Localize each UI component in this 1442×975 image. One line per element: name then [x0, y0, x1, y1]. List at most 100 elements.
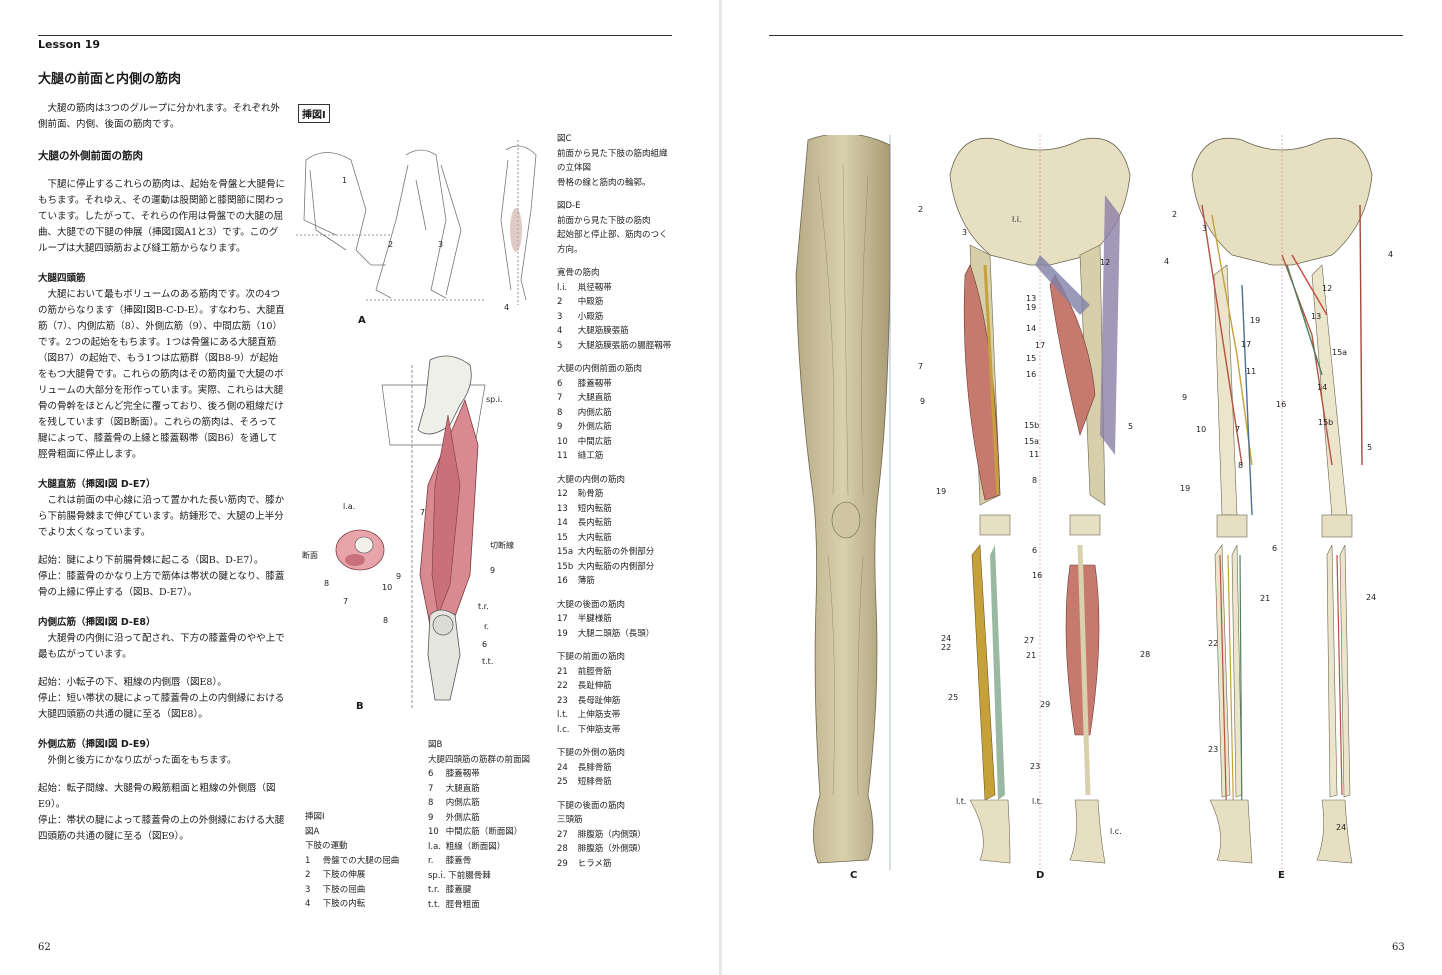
figure-d-label: 15b: [1024, 421, 1040, 430]
figure-d-label: 29: [1040, 700, 1051, 709]
figure-e-label: 22: [1208, 639, 1219, 648]
figure-d-label: 19: [936, 487, 947, 496]
caption-a-item: 3 下肢の屈曲: [305, 883, 399, 898]
caption-block-heading: 前面から見た下肢の筋肉組織: [557, 148, 668, 159]
caption-item-number: 6: [557, 378, 563, 389]
figure-e-label: 12: [1322, 284, 1333, 293]
figure-c-label: C: [850, 870, 858, 881]
vastus-lateralis-heading: 外側広筋（挿図Ⅰ図 D-E9）: [38, 739, 156, 750]
figure-e-label: 7: [1235, 425, 1241, 434]
figure-d-illustration: [949, 135, 1131, 870]
caption-block-item: 22 長趾伸筋: [557, 679, 671, 694]
caption-a-item-text: 下肢の屈曲: [320, 884, 366, 895]
caption-block-heading: の立体図: [557, 163, 592, 173]
figure-e-label: 4: [1388, 250, 1394, 259]
figure-d-label: l.t.: [1032, 797, 1043, 806]
caption-item-text: 膝蓋靱帯: [575, 378, 612, 389]
caption-block-heading: 寛骨の筋肉: [557, 268, 600, 278]
vastus-lateralis-origin: 起始：転子間線、大腿骨の殿筋粗面と粗線の外側唇（図E9）。: [38, 783, 276, 810]
caption-block-item: 11 縫工筋: [557, 449, 671, 464]
figure-d-label: 17: [1035, 341, 1046, 350]
caption-item-number: 24: [557, 762, 568, 773]
rectus-femoris-origin: 起始：腱により下前腸骨棘に起こる（図B、D-E7）。: [38, 555, 264, 566]
caption-spacer: [557, 190, 671, 199]
caption-item-text: 小殿筋: [575, 311, 604, 322]
caption-item-text: 長趾伸筋: [575, 681, 612, 691]
caption-block-item: 6 膝蓋靱帯: [557, 377, 671, 392]
figure-d-label: 2: [918, 205, 924, 214]
caption-block-item: 23 長母趾伸筋: [557, 694, 671, 709]
caption-block-heading: 図D-E: [557, 201, 581, 211]
left-page: Lesson 19 大腿の前面と内側の筋肉 大腿の筋肉は3つのグループに分かれま…: [0, 0, 719, 975]
caption-b-item-text: 外側広筋: [443, 812, 480, 823]
caption-item-number: 23: [557, 695, 568, 706]
fig-b-label-7: 7: [420, 508, 426, 517]
caption-spacer: [557, 641, 671, 650]
caption-item-number: 8: [557, 407, 563, 418]
caption-spacer: [557, 790, 671, 799]
fig-b-section-7: 7: [343, 597, 349, 606]
caption-spacer: [557, 464, 671, 473]
figure-e-label: 5: [1367, 443, 1373, 452]
caption-block-heading: 大腿の後面の筋肉: [557, 599, 626, 610]
figure-e-label: 24: [1366, 593, 1377, 602]
intro-paragraph: 大腿の筋肉は3つのグループに分かれます。それぞれ外側前面、内側、後面の筋肉です。: [38, 103, 281, 130]
page-title: 大腿の前面と内側の筋肉: [38, 72, 182, 87]
caption-block-item: 4 大腿筋膜張筋: [557, 324, 671, 339]
caption-item-text: 縫工筋: [575, 451, 604, 461]
caption-item-text: 外側広筋: [575, 422, 612, 432]
page-number-left: 62: [38, 942, 51, 953]
figure-e-label: 15a: [1332, 348, 1348, 357]
fig-b-label-la: l.a.: [343, 502, 356, 511]
caption-block-item: l.i. 鼡径靱帯: [557, 281, 671, 296]
caption-item-number: 21: [557, 666, 568, 677]
caption-a-item: 1 骨盤での大腿の屈曲: [305, 854, 399, 869]
figure-e-label: 19: [1250, 316, 1261, 325]
fig-b-section-8: 8: [324, 579, 330, 588]
caption-b-item: 10 中間広筋（断面図）: [428, 825, 530, 840]
figure-e-label: 14: [1317, 383, 1328, 392]
figure-d-label: 22: [941, 643, 952, 652]
caption-item-number: 14: [557, 518, 568, 528]
caption-item-text: 大腿筋膜張筋の腸脛靱帯: [575, 340, 672, 351]
figure-c-illustration: [795, 135, 891, 870]
fig-a-num-4: 4: [504, 303, 510, 312]
figure-d-label: 11: [1029, 450, 1040, 459]
caption-block-heading: 図C: [557, 134, 572, 144]
caption-item-number: 13: [557, 503, 568, 514]
figure-d-label: 19: [1026, 303, 1037, 312]
figure-e-label: 16: [1276, 400, 1287, 409]
caption-block-item: 28 腓腹筋（外側頭）: [557, 842, 671, 857]
caption-b-item-number: 7: [428, 783, 434, 794]
caption-block-item: 14 長内転筋: [557, 516, 671, 531]
caption-b-item-text: 膝蓋靱帯: [443, 769, 480, 779]
caption-item-text: 腓腹筋（外側頭）: [575, 844, 646, 854]
caption-block-heading: 骨格の線と筋肉の輪郭。: [557, 177, 651, 188]
page-number-right: 63: [1392, 942, 1405, 953]
quadriceps-heading: 大腿四頭筋: [38, 273, 86, 284]
figure-d-label: 16: [1026, 370, 1037, 379]
caption-b-item: sp.i. 下前腸骨棘: [428, 869, 530, 884]
figure-tag: 挿図I: [298, 104, 330, 123]
caption-block-item: 2 中殿筋: [557, 295, 671, 310]
fig-b-label-6: 6: [482, 640, 488, 649]
caption-a-item-text: 骨盤での大腿の屈曲: [320, 855, 400, 866]
figure-d-label: 16: [1032, 571, 1043, 580]
caption-item-number: 12: [557, 489, 568, 499]
caption-item-text: 半腱様筋: [575, 614, 612, 624]
figure-a-label: A: [358, 315, 366, 326]
caption-block-item: 15 大内転筋: [557, 531, 671, 546]
vastus-medialis-paragraph: 大腿骨の内側に沿って配され、下方の膝蓋骨のやや上で最も広がっています。: [38, 633, 285, 660]
body-column: 大腿の筋肉は3つのグループに分かれます。それぞれ外側前面、内側、後面の筋肉です。…: [38, 101, 286, 845]
caption-b-item: 7 大腿直筋: [428, 782, 530, 797]
figure-d-label: 12: [1100, 258, 1111, 267]
figure-e-label: 24: [1336, 823, 1347, 832]
right-page: C D: [722, 0, 1442, 975]
caption-a-item: 2 下肢の伸展: [305, 868, 399, 883]
figure-d-label: 27: [1024, 636, 1035, 645]
fig-b-label-tt: t.t.: [482, 657, 494, 666]
fig-b-label-section: 断面: [302, 551, 318, 560]
caption-b-item: t.t. 脛骨粗面: [428, 898, 530, 913]
